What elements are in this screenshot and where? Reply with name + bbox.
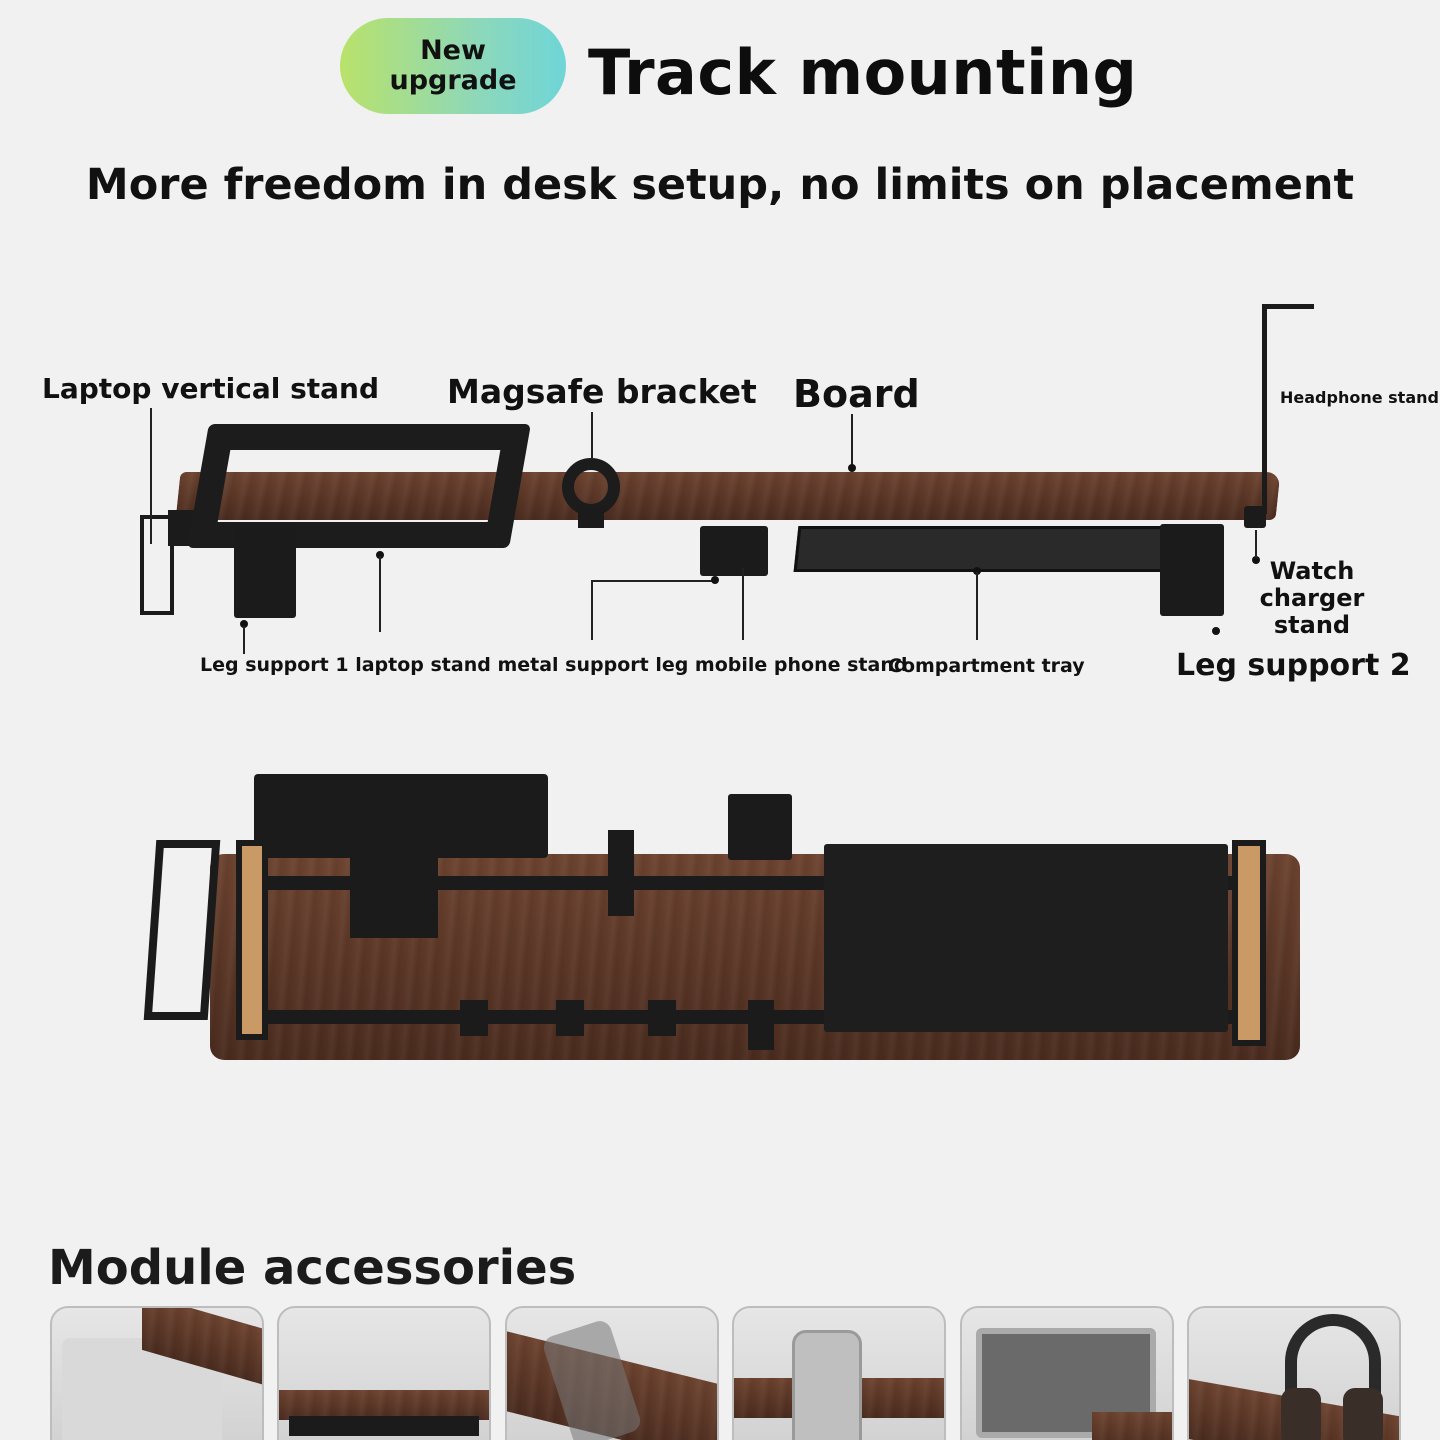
magsafe-stem (578, 506, 604, 528)
label-magsafe-bracket: Magsafe bracket (447, 372, 757, 411)
leg-support-2 (1160, 524, 1224, 616)
label-compartment-tray: Compartment tray (888, 655, 1085, 677)
thumb-headphone-stand[interactable] (1187, 1306, 1401, 1440)
thumb-vertical-laptop-stand[interactable] (50, 1306, 264, 1440)
label-board: Board (793, 372, 920, 416)
leader-laptop-vertical-stand (150, 408, 152, 544)
dot-leg-support-1 (240, 620, 248, 628)
leader-phone-stand (742, 568, 744, 640)
leader-compartment-tray (976, 572, 978, 640)
top-view-diagram (0, 760, 1440, 1080)
laptop-stand-plate (350, 824, 438, 938)
clip-2 (728, 794, 792, 860)
label-headphone-stand: Headphone stand (1280, 388, 1439, 407)
leader-watch-charger (1255, 530, 1257, 558)
leader-metal-support-leg (591, 580, 715, 582)
dot-leg-support-2 (1212, 627, 1220, 635)
clip-1 (608, 830, 634, 916)
watch-line-1: Watch (1269, 557, 1355, 585)
vertical-stand-top (143, 840, 221, 1020)
watch-line-2: charger (1259, 584, 1365, 612)
leader-metal-support-leg-v (591, 580, 593, 640)
dot-watch-charger (1252, 556, 1260, 564)
badge-line-1: New (420, 35, 486, 66)
headphone-stand-pole (1262, 304, 1267, 514)
clip-3 (460, 1000, 488, 1036)
thumb-wood-5 (1092, 1412, 1172, 1440)
badge-line-2: upgrade (389, 65, 517, 96)
thumb-phone-4 (792, 1330, 862, 1440)
label-laptop-vertical-stand: Laptop vertical stand (42, 372, 379, 405)
thumb-compartment-tray[interactable] (277, 1306, 491, 1440)
headphone-stand-arm (1262, 304, 1314, 309)
module-accessories-title: Module accessories (48, 1240, 577, 1296)
label-bottom-caption: Leg support 1 laptop stand metal support… (200, 654, 908, 676)
page-title: Track mounting (588, 36, 1138, 109)
watch-line-3: stand (1273, 611, 1351, 639)
clip-5 (648, 1000, 676, 1036)
headphone-stand-clamp (1244, 506, 1266, 528)
phone-stand (700, 526, 768, 576)
wood-end-left (236, 840, 268, 1040)
dot-board (848, 464, 856, 472)
side-view-diagram (0, 290, 1440, 710)
dot-metal-support-leg (711, 576, 719, 584)
tray-top (824, 844, 1228, 1032)
clip-6 (748, 1000, 774, 1050)
new-upgrade-badge: New upgrade (340, 18, 566, 114)
thumb-laptop-stand[interactable] (960, 1306, 1174, 1440)
thumb-tray-2 (289, 1416, 479, 1436)
wood-end-right (1232, 840, 1266, 1046)
thumb-magsafe-bracket[interactable] (732, 1306, 946, 1440)
thumb-wood-2 (279, 1390, 489, 1420)
dot-compartment-tray (973, 567, 981, 575)
compartment-tray (793, 526, 1179, 572)
thumb-earcup-6b (1343, 1388, 1383, 1440)
leader-board (851, 414, 853, 466)
thumb-earcup-6 (1281, 1388, 1321, 1440)
label-leg-support-2: Leg support 2 (1176, 648, 1411, 683)
bracket-arm (168, 510, 212, 546)
leader-magsafe-bracket (591, 412, 593, 460)
leader-leg-support-1 (243, 626, 245, 654)
dot-laptop-stand (376, 551, 384, 559)
laptop-vertical-stand-image (140, 515, 174, 615)
thumb-phone-holder[interactable] (505, 1306, 719, 1440)
leg-support-1 (234, 526, 296, 618)
clip-4 (556, 1000, 584, 1036)
page-subtitle: More freedom in desk setup, no limits on… (85, 160, 1355, 210)
leader-laptop-stand (379, 556, 381, 632)
label-watch-charger-stand: Watch charger stand (1252, 558, 1372, 639)
